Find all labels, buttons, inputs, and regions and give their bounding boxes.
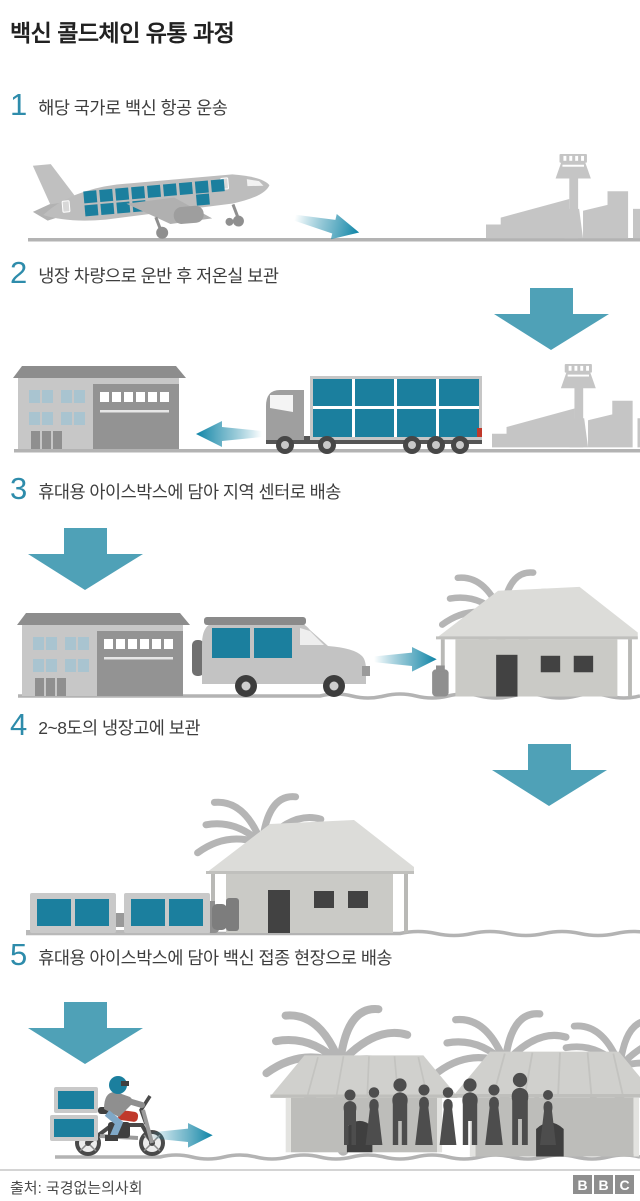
down-arrow-icon	[494, 288, 609, 350]
bbc-logo-letter: B	[573, 1175, 592, 1194]
step-1-number: 1	[10, 87, 28, 122]
scene-air-transport	[28, 153, 640, 246]
step-4-header: 4 2~8도의 냉장고에 보관	[10, 707, 200, 742]
ground-line	[28, 238, 640, 242]
airplane-icon	[32, 164, 270, 239]
airport-tower-icon	[492, 363, 640, 448]
footer-divider	[0, 1169, 640, 1171]
airport-tower-icon	[486, 153, 640, 239]
step-5-number: 5	[10, 937, 28, 972]
step-4-label: 2~8도의 냉장고에 보관	[38, 718, 200, 738]
step-5-label: 휴대용 아이스박스에 담아 백신 접종 현장으로 배송	[38, 948, 393, 968]
bbc-logo-letter: B	[594, 1175, 613, 1194]
scene-motorcycle-delivery	[50, 990, 640, 1161]
scene-cold-storage	[26, 792, 640, 938]
bbc-logo: B B C	[573, 1175, 634, 1194]
scene-suv-delivery	[17, 584, 640, 700]
page-title: 백신 콜드체인 유통 과정	[10, 20, 235, 46]
left-arrow-icon	[196, 421, 262, 447]
generator-icon	[212, 898, 239, 931]
step-1-header: 1 해당 국가로 백신 항공 운송	[10, 87, 228, 122]
refrigerated-truck-icon	[266, 376, 482, 454]
warehouse-icon	[17, 613, 190, 696]
down-arrow-icon	[28, 528, 143, 590]
step-5-header: 5 휴대용 아이스박스에 담아 백신 접종 현장으로 배송	[10, 937, 393, 972]
motorcycle-icon	[50, 1076, 165, 1156]
step-2-label: 냉장 차량으로 운반 후 저온실 보관	[38, 266, 279, 286]
source-credit: 출처: 국경없는의사회	[10, 1180, 143, 1197]
step-2-header: 2 냉장 차량으로 운반 후 저온실 보관	[10, 255, 279, 290]
step-3-number: 3	[10, 471, 28, 506]
ground-line	[26, 929, 640, 938]
bbc-logo-letter: C	[615, 1175, 634, 1194]
step-2-number: 2	[10, 255, 28, 290]
warehouse-icon	[13, 366, 186, 449]
suv-icon	[192, 617, 370, 697]
right-arrow-icon	[374, 646, 437, 672]
cold-room-icon	[26, 893, 210, 935]
step-4-number: 4	[10, 707, 28, 742]
scene-truck-transport	[13, 363, 640, 454]
step-3-label: 휴대용 아이스박스에 담아 지역 센터로 배송	[38, 482, 341, 502]
health-center-icon	[432, 586, 638, 697]
step-1-label: 해당 국가로 백신 항공 운송	[38, 98, 228, 118]
step-3-header: 3 휴대용 아이스박스에 담아 지역 센터로 배송	[10, 471, 341, 506]
